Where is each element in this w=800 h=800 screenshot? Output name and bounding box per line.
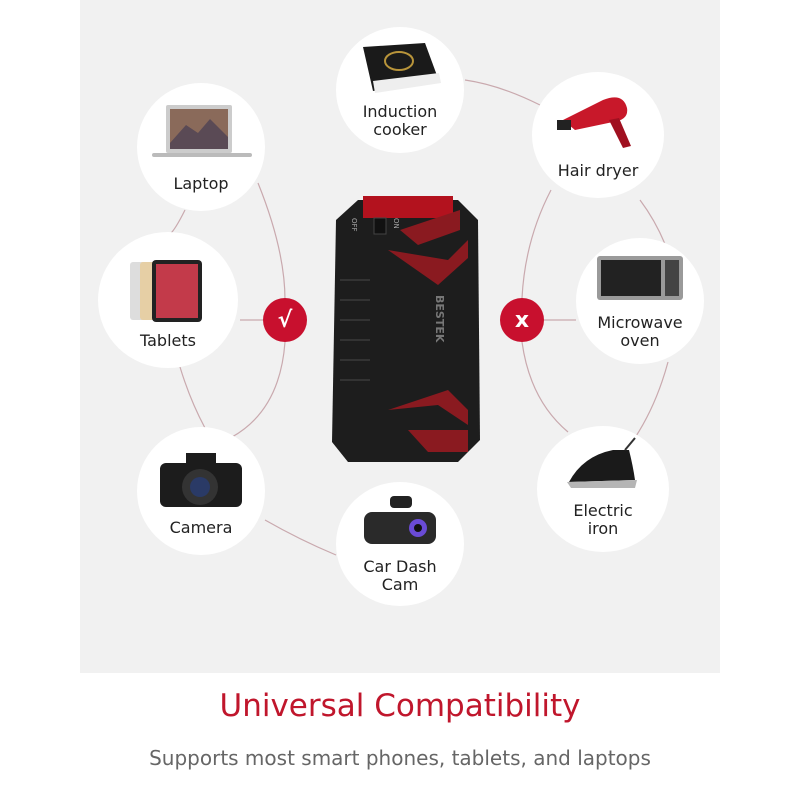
page-title: Universal Compatibility [219,688,581,724]
laptop-icon [146,103,256,169]
item-camera: Camera [137,427,265,555]
induction-cooker-icon [355,41,445,97]
connector-lines [169,79,669,556]
item-label: Microwave oven [597,313,683,350]
item-label: Camera [169,518,233,537]
power-inverter-device: OFF ON BESTEK [332,196,480,462]
brand-logo: BESTEK [433,295,446,343]
item-label: Hair dryer [557,161,639,180]
item-induction-cooker: Induction cooker [336,27,464,153]
check-icon: √ [263,298,307,342]
tablet-icon [128,258,208,326]
item-label: Car Dash Cam [363,557,437,594]
page-subtitle: Supports most smart phones, tablets, and… [149,746,651,770]
item-laptop: Laptop [137,83,265,211]
item-electric-iron: Electric iron [537,426,669,552]
item-label: Induction cooker [362,102,438,139]
switch-off-label: OFF [350,218,358,232]
cross-icon: x [500,298,544,342]
item-label: Electric iron [573,501,633,538]
camera-icon [156,449,246,513]
item-car-dash-cam: Car Dash Cam [336,482,464,606]
item-hair-dryer: Hair dryer [532,72,664,198]
item-microwave-oven: Microwave oven [576,238,704,364]
switch-on-label: ON [392,218,400,229]
item-label: Tablets [140,331,196,350]
item-label: Laptop [173,174,229,193]
item-tablets: Tablets [98,232,238,368]
dash-cam-icon [360,496,440,552]
hair-dryer-icon [553,90,643,156]
iron-icon [563,436,643,496]
microwave-icon [595,254,685,308]
